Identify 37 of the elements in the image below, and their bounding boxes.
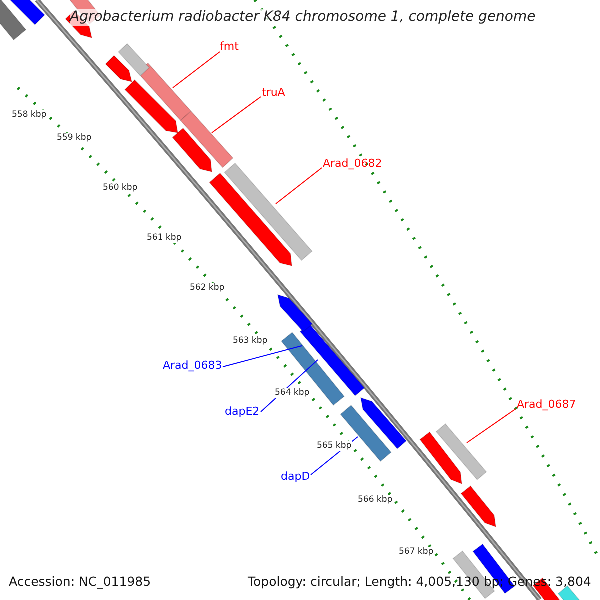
scale-label: 564 kbp (275, 388, 310, 398)
gene-label: Arad_0687 (517, 398, 576, 411)
accession-text: Accession: NC_011985 (9, 574, 152, 589)
gene-feature (436, 424, 488, 480)
gene-feature (180, 110, 234, 168)
scale-label: 562 kbp (190, 283, 225, 293)
gene-feature (172, 128, 212, 173)
scale-label: 565 kbp (317, 441, 352, 451)
gene-feature (0, 0, 27, 41)
leader-line (212, 96, 262, 134)
gene-label: Arad_0683 (163, 359, 222, 372)
gene-feature (124, 80, 178, 134)
gene-feature (460, 486, 496, 528)
leader-line (466, 408, 516, 444)
scale-label: 559 kbp (57, 133, 92, 143)
scale-label: 561 kbp (147, 233, 182, 243)
scale-label: 560 kbp (103, 183, 138, 193)
scale-label: 558 kbp (12, 110, 47, 120)
gene-label: truA (262, 86, 286, 99)
scale-label: 567 kbp (399, 547, 434, 557)
scale-label: 566 kbp (358, 495, 393, 505)
leader-line (172, 52, 220, 88)
leader-line (222, 346, 302, 368)
gene-label: fmt (220, 40, 239, 53)
leader-line (276, 168, 322, 204)
scale-label: 563 kbp (233, 336, 268, 346)
gene-feature (209, 172, 292, 267)
gene-feature (224, 162, 313, 262)
map-title: Agrobacterium radiobacter K84 chromosome 1, complete genome (70, 9, 536, 26)
gene-feature (420, 432, 462, 485)
gene-label: dapD (281, 470, 310, 483)
gene-label: dapE2 (225, 405, 260, 418)
gene-feature (360, 397, 408, 450)
gene-feature (277, 294, 313, 333)
gene-label: Arad_0682 (323, 157, 382, 170)
gene-feature (105, 55, 133, 83)
gene-feature (118, 43, 150, 77)
